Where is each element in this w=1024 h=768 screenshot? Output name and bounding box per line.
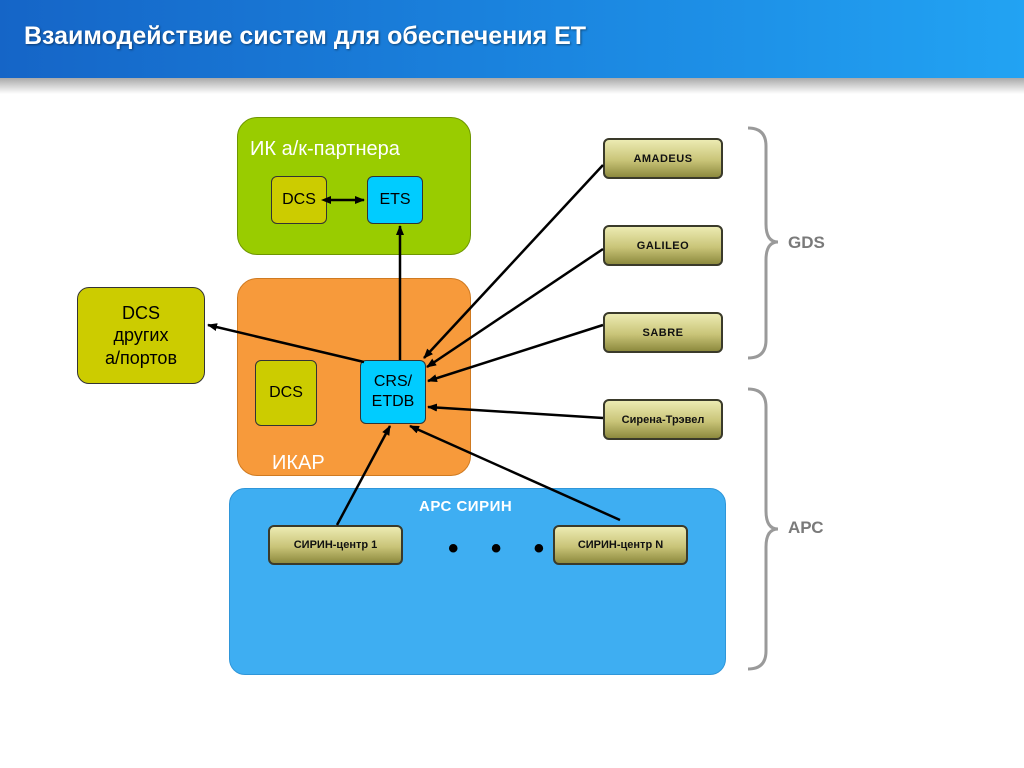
- other-dcs-line3: а/портов: [105, 347, 177, 368]
- sirin-center-1-system: СИРИН-центр 1: [268, 525, 403, 565]
- crs-label-line1: CRS/: [373, 373, 413, 390]
- arrow-galileo-to-crs: [426, 247, 604, 369]
- other-airports-dcs-node: DCS других а/портов: [77, 287, 205, 384]
- arc-sirin-region: [229, 488, 726, 675]
- arrow-crs-to-other-dcs: [207, 323, 365, 364]
- ellipsis-dots: • • •: [448, 532, 557, 565]
- amadeus-label: AMADEUS: [633, 152, 693, 165]
- crs-etdb-node: CRS/ ETDB: [360, 360, 426, 424]
- amadeus-system: AMADEUS: [603, 138, 723, 179]
- arrow-sirinN-to-crs: [409, 424, 621, 522]
- arrow-amadeus-to-crs: [423, 164, 604, 359]
- galileo-label: GALILEO: [636, 239, 690, 252]
- header-shadow: [0, 78, 1024, 94]
- sirin-center-n-label: СИРИН-центр N: [577, 539, 664, 551]
- galileo-system: GALILEO: [603, 225, 723, 266]
- sabre-label: SABRE: [642, 326, 684, 339]
- arrow-sirena-to-crs: [427, 403, 604, 420]
- sirena-travel-system: Сирена-Трэвел: [603, 399, 723, 440]
- partner-ets-node: ETS: [367, 176, 423, 224]
- arc-brace: [747, 387, 779, 671]
- header-bar: [0, 0, 1024, 78]
- arc-region-label: АРС СИРИН: [419, 498, 513, 515]
- sirin-center-1-label: СИРИН-центр 1: [293, 539, 378, 551]
- partner-dcs-node: DCS: [271, 176, 327, 224]
- gds-brace-label: GDS: [788, 233, 825, 252]
- gds-brace: [747, 126, 779, 360]
- other-dcs-line2: других: [113, 325, 169, 346]
- arrow-sabre-to-crs: [427, 323, 604, 383]
- ikar-dcs-node: DCS: [255, 360, 317, 426]
- arrow-sirin1-to-crs: [335, 425, 392, 526]
- partner-dcs-label: DCS: [282, 191, 316, 208]
- sirena-label: Сирена-Трэвел: [621, 413, 705, 426]
- crs-label-line2: ETDB: [371, 393, 415, 410]
- partner-region-label: ИК а/к-партнера: [250, 138, 400, 160]
- sirin-center-n-system: СИРИН-центр N: [553, 525, 688, 565]
- page-title: Взаимодействие систем для обеспечения ET: [24, 22, 587, 50]
- other-dcs-line1: DCS: [121, 302, 160, 323]
- ikar-dcs-label: DCS: [269, 384, 303, 401]
- sabre-system: SABRE: [603, 312, 723, 353]
- partner-airline-region: [237, 117, 471, 255]
- arc-brace-label: АРС: [788, 518, 824, 537]
- ikar-region-label: ИКАР: [272, 452, 325, 474]
- partner-ets-label: ETS: [379, 191, 411, 208]
